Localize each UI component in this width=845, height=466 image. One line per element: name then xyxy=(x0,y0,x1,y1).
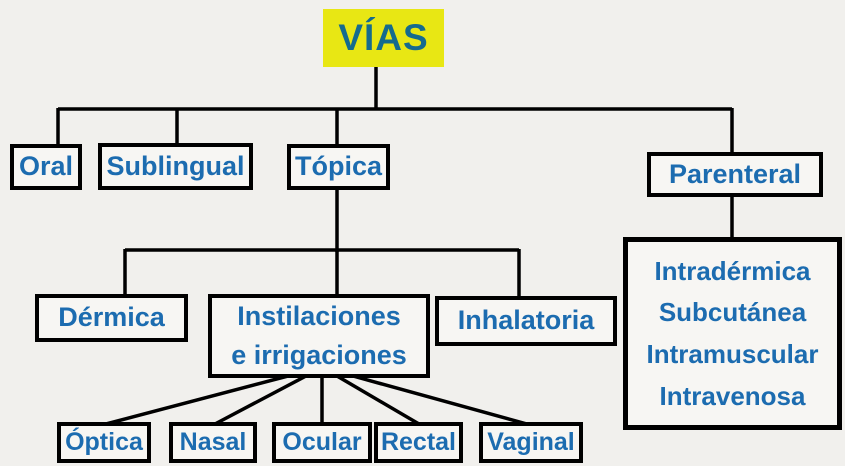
parenteral-group-item-intramuscular: Intramuscular xyxy=(646,339,819,370)
parenteral-group-item-subcutanea: Subcutánea xyxy=(658,297,807,328)
node-vaginal: Vaginal xyxy=(479,422,583,463)
connector-fan-optica xyxy=(105,374,289,426)
node-nasal: Nasal xyxy=(169,422,257,463)
node-sublingual: Sublingual xyxy=(98,143,253,190)
node-inhalatoria: Inhalatoria xyxy=(435,296,617,346)
node-vias: VÍAS xyxy=(323,9,444,67)
connector-fan-rectal xyxy=(336,374,420,426)
node-optica: Óptica xyxy=(57,422,151,463)
node-ocular: Ocular xyxy=(272,422,372,463)
node-topica: Tópica xyxy=(287,144,390,190)
parenteral-group-item-intravenosa: Intravenosa xyxy=(659,380,806,411)
node-instilaciones-line1: Instilaciones xyxy=(237,300,401,331)
node-rectal: Rectal xyxy=(374,422,463,463)
node-parenteral-group: Intradérmica Subcutánea Intramuscular In… xyxy=(623,237,842,430)
node-oral: Oral xyxy=(10,144,82,190)
connector-fan-vaginal xyxy=(352,374,528,426)
node-instilaciones-line2: e irrigaciones xyxy=(231,340,407,370)
parenteral-group-item-intradermica: Intradérmica xyxy=(654,255,811,286)
node-dermica: Dérmica xyxy=(35,294,188,342)
node-parenteral: Parenteral xyxy=(647,152,823,197)
connector-fan-nasal xyxy=(214,374,307,426)
node-instilaciones: Instilaciones e irrigaciones xyxy=(208,294,430,378)
